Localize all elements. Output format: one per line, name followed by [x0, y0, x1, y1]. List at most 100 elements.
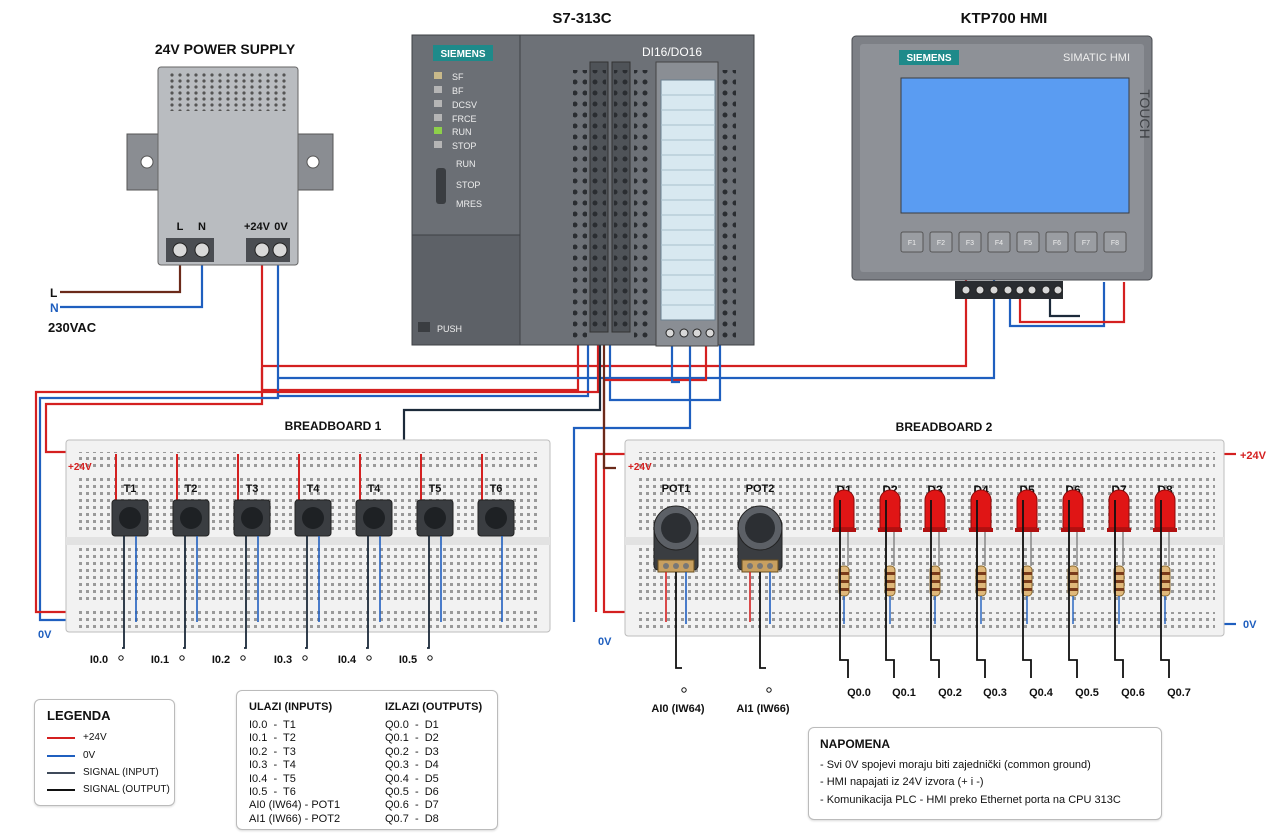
- psu-label-l: L: [177, 221, 184, 233]
- pushbutton-cap[interactable]: [119, 507, 141, 529]
- hmi-key-f3[interactable]: [958, 231, 982, 253]
- hmi-touch-label: TOUCH: [1137, 89, 1153, 139]
- output-row: Q0.1 - D2: [385, 732, 439, 745]
- resistor-band: [1114, 572, 1124, 575]
- psu-0v-to-board1: [38, 390, 280, 622]
- mains-label-l: L: [50, 286, 57, 300]
- hmi-key-f2-label: F2: [937, 240, 945, 247]
- resistor-band: [1114, 580, 1124, 583]
- led-base: [832, 528, 856, 532]
- pushbutton-cap[interactable]: [241, 507, 263, 529]
- pushbutton-cap[interactable]: [363, 507, 385, 529]
- mains-n-wire: [60, 258, 204, 309]
- plc-switch-run: RUN: [456, 159, 476, 169]
- plc-switch-mres: MRES: [456, 199, 482, 209]
- hmi-screen[interactable]: [900, 77, 1130, 214]
- resistor-band: [1160, 572, 1170, 575]
- hmi-key-f2[interactable]: [929, 231, 953, 253]
- input-row: I0.3 - T4: [249, 759, 296, 772]
- resistor-band: [976, 572, 986, 575]
- plc-push-label: PUSH: [437, 324, 462, 334]
- psu-terminal-l: [172, 242, 188, 258]
- led-signal-wire: [930, 500, 940, 678]
- button-signal-wire: [305, 536, 308, 649]
- hmi-title: KTP700 HMI: [961, 10, 1048, 27]
- output-row: Q0.7 - D8: [385, 812, 439, 825]
- hmi-key-f6[interactable]: [1045, 231, 1069, 253]
- output-label-Q0.1: Q0.1: [892, 687, 916, 699]
- hmi-model: SIMATIC HMI: [1063, 52, 1130, 64]
- button-signal-wire: [427, 536, 430, 649]
- plc-module-label: DI16/DO16: [642, 45, 702, 59]
- hmi-key-f4[interactable]: [987, 231, 1011, 253]
- input-terminal: [427, 655, 433, 661]
- led-4: [970, 489, 992, 529]
- hmi-brand-badge: [899, 50, 959, 65]
- note-line-2: - HMI napajati iz 24V izvora (+ i -): [820, 776, 984, 788]
- analog-terminal: [766, 687, 772, 693]
- pushbutton-label-2: T2: [185, 483, 198, 495]
- breadboard2-title: BREADBOARD 2: [896, 420, 993, 434]
- psu-0v-main: [278, 272, 996, 380]
- pot-knob-center[interactable]: [745, 513, 775, 543]
- input-row: AI1 (IW66) - POT2: [249, 812, 341, 825]
- output-row: Q0.6 - D7: [385, 799, 439, 812]
- pot-pin: [757, 563, 763, 569]
- pot-knob-center[interactable]: [661, 513, 691, 543]
- hmi-key-f1-label: F1: [908, 240, 916, 247]
- hmi-key-f5[interactable]: [1016, 231, 1040, 253]
- resistor-band: [1022, 572, 1032, 575]
- hmi-key-f1[interactable]: [900, 231, 924, 253]
- hmi-key-f7[interactable]: [1074, 231, 1098, 253]
- led-signal-wire: [1160, 500, 1170, 678]
- input-row: I0.0 - T1: [249, 719, 296, 731]
- pot-pin: [683, 563, 689, 569]
- resistor-band: [1068, 572, 1078, 575]
- plc: S7-313C SIEMENS SF BF DCSV FRCE RUN STOP…: [411, 10, 755, 347]
- power-supply-title: 24V POWER SUPPLY: [155, 41, 296, 57]
- breadboard2-plus-label: +24V: [628, 462, 652, 473]
- note-line-3: - Komunikacija PLC - HMI preko Ethernet …: [820, 794, 1121, 806]
- leds: D1D2D3D4D5D6D7D8: [832, 483, 1177, 678]
- hmi-key-f8[interactable]: [1103, 231, 1127, 253]
- pot-pin: [767, 563, 773, 569]
- pot-label-1: POT1: [662, 483, 691, 495]
- input-terminal: [366, 655, 372, 661]
- io-table: ULAZI (INPUTS) IZLAZI (OUTPUTS) I0.0 - T…: [236, 690, 498, 830]
- pot-label-2: POT2: [746, 483, 775, 495]
- pushbutton-cap[interactable]: [180, 507, 202, 529]
- pot-signal-wire: [759, 572, 766, 669]
- legend-swatch-signal-input: [47, 771, 75, 774]
- hmi-key-f5-label: F5: [1024, 240, 1032, 247]
- legend: LEGENDA +24V 0V SIGNAL (INPUT) SIGNAL (O…: [34, 699, 175, 806]
- resistor-band: [839, 580, 849, 583]
- mains-label-230vac: 230VAC: [48, 320, 97, 335]
- board2-24v-left: [594, 452, 630, 612]
- output-label-Q0.2: Q0.2: [938, 687, 962, 699]
- led-6: [1062, 489, 1084, 529]
- resistor-band: [1068, 580, 1078, 583]
- plc-mode-switch[interactable]: [436, 168, 446, 204]
- plc-push-button[interactable]: [418, 322, 430, 332]
- led-7: [1108, 489, 1130, 529]
- legend-item-signal-input: SIGNAL (INPUT): [47, 767, 159, 778]
- input-label-I0.0: I0.0: [90, 654, 108, 666]
- pushbutton-cap[interactable]: [302, 507, 324, 529]
- resistor-band: [885, 572, 895, 575]
- input-label-I0.5: I0.5: [399, 654, 417, 666]
- pushbutton-cap[interactable]: [424, 507, 446, 529]
- pushbutton-cap[interactable]: [485, 507, 507, 529]
- analog-label-2: AI1 (IW66): [736, 703, 790, 715]
- pot-pin: [673, 563, 679, 569]
- hmi-key-f7-label: F7: [1082, 240, 1090, 247]
- hmi-wire-2: [1018, 282, 1126, 324]
- led-signal-wire: [1022, 500, 1032, 678]
- resistor-band: [1068, 588, 1078, 591]
- plc-switch-stop: STOP: [456, 180, 480, 190]
- led-signal-wire: [885, 500, 895, 678]
- plc-led-bf: BF: [452, 86, 464, 96]
- input-terminal: [179, 655, 185, 661]
- hmi-key-f3-label: F3: [966, 240, 974, 247]
